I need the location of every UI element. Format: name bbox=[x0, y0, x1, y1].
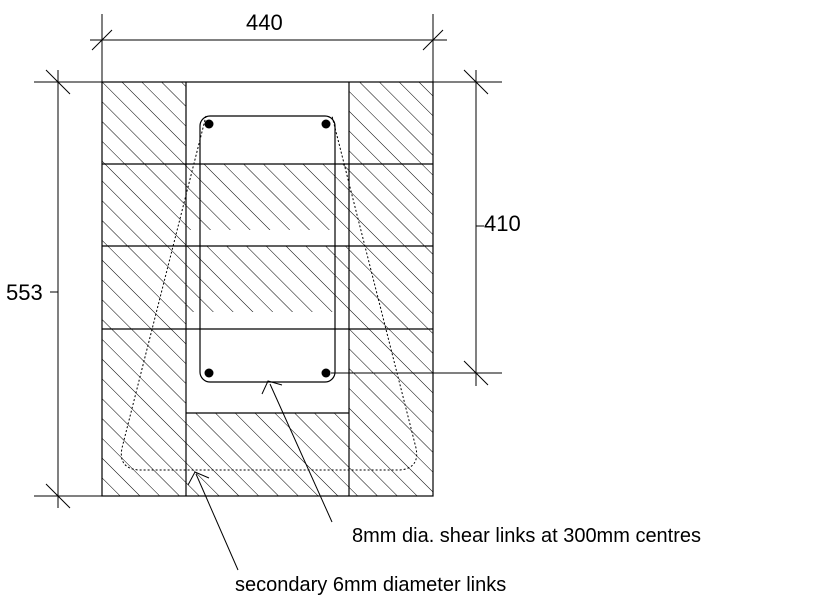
leader-shear-links bbox=[261, 380, 333, 523]
rebar-top-right bbox=[321, 119, 331, 129]
dimension-width-label: 440 bbox=[246, 10, 283, 35]
leader-secondary-links bbox=[187, 471, 239, 571]
dimension-link-height bbox=[331, 69, 502, 386]
dimension-overall-height bbox=[34, 69, 102, 509]
shear-links-annotation: 8mm dia. shear links at 300mm centres bbox=[352, 525, 702, 547]
section-outline bbox=[101, 81, 434, 497]
dimension-width bbox=[90, 14, 447, 82]
secondary-link-outline bbox=[120, 115, 418, 471]
rebar-top-left bbox=[204, 119, 214, 129]
rebar-bottom-right bbox=[321, 368, 331, 378]
reinforcement-bars bbox=[204, 119, 331, 378]
secondary-links-annotation: secondary 6mm diameter links bbox=[235, 574, 507, 596]
dimension-link-height-label: 410 bbox=[484, 211, 521, 236]
rebar-bottom-left bbox=[204, 368, 214, 378]
dimension-overall-height-label: 553 bbox=[6, 280, 43, 305]
